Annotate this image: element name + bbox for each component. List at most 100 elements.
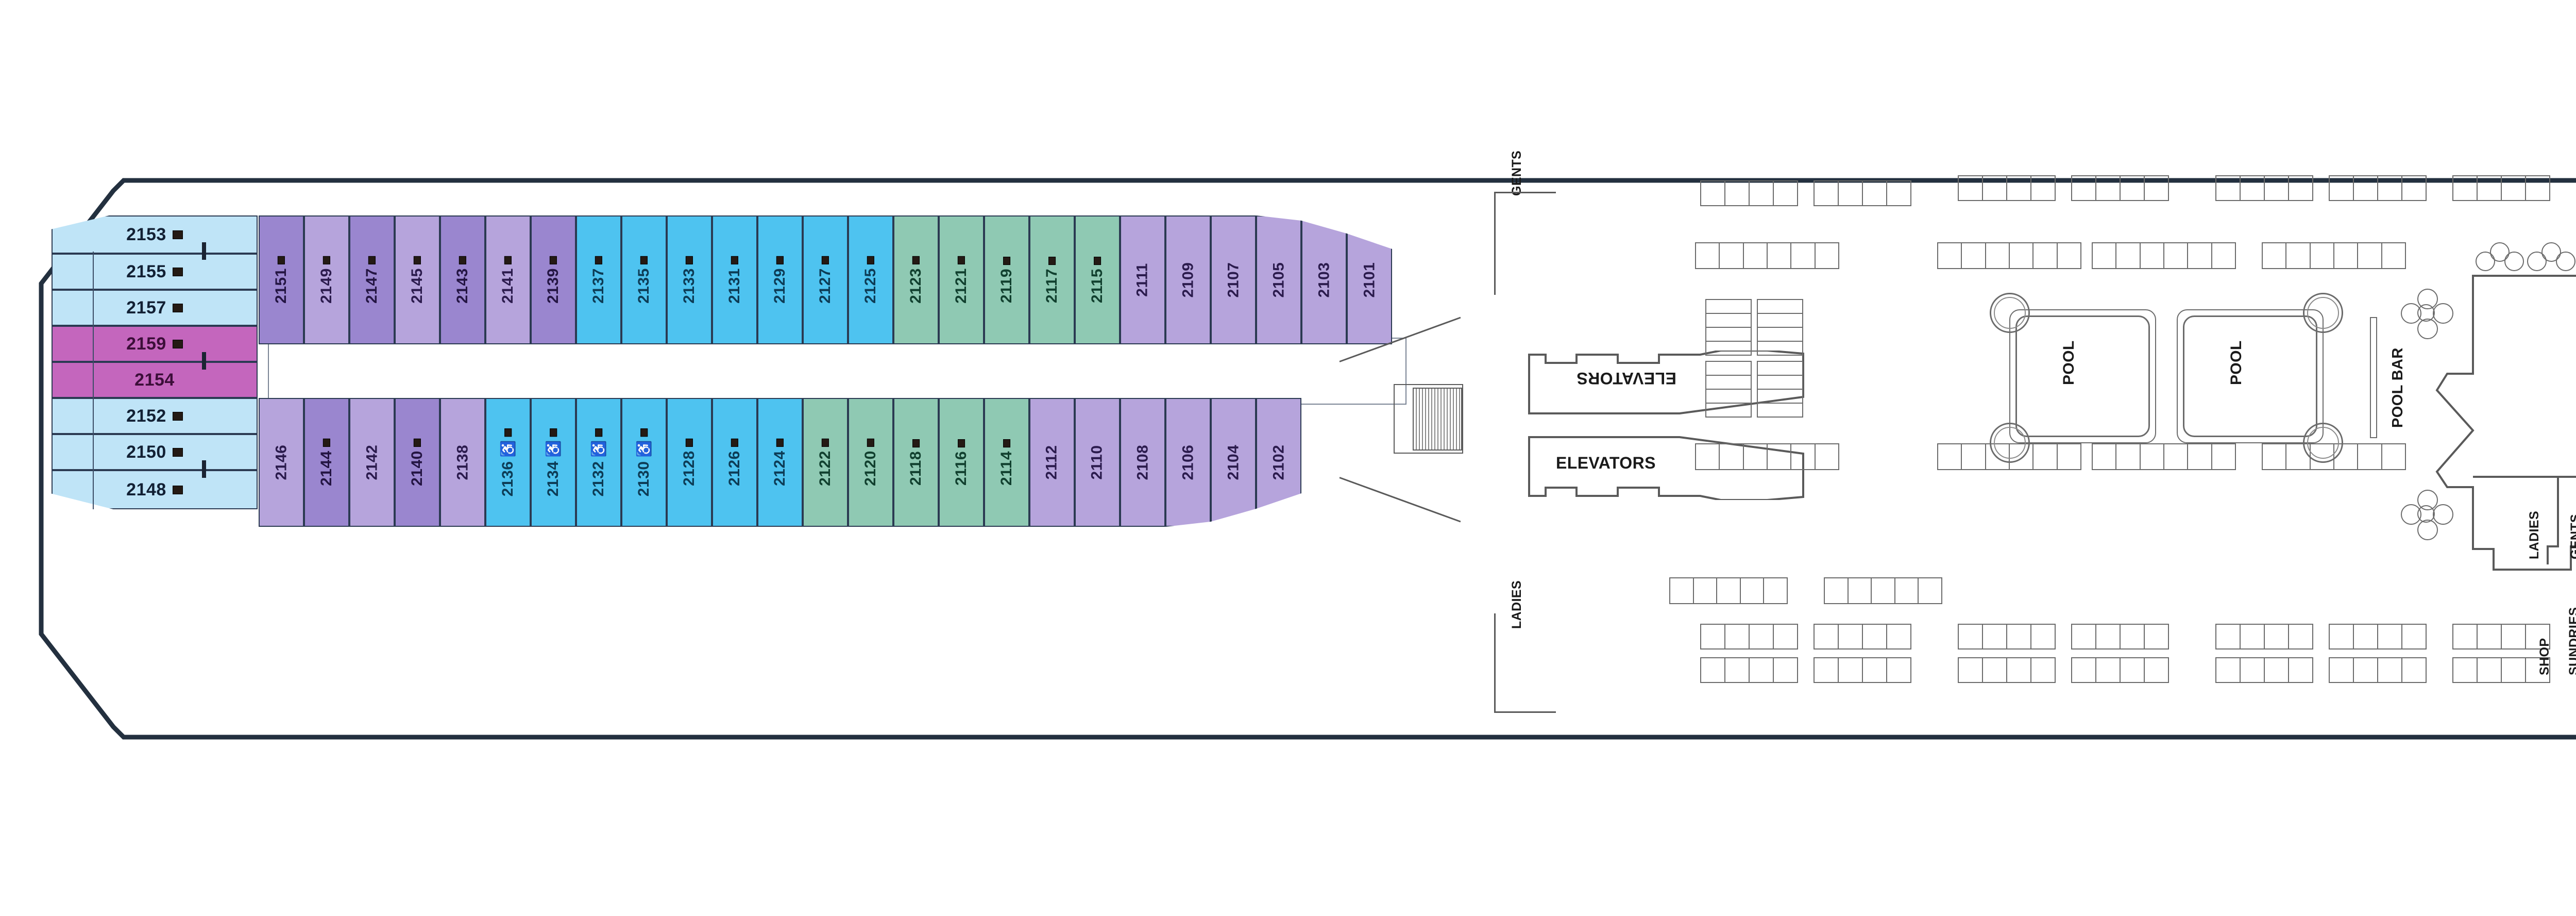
pool-corner-feature — [1990, 293, 2030, 333]
cabin-divider — [93, 252, 94, 509]
cabin-2136[interactable]: 2136♿ — [485, 398, 531, 527]
third-berth-marker — [686, 439, 693, 447]
table-cluster — [2401, 490, 2458, 546]
third-berth-marker — [640, 428, 648, 437]
cabin-2117[interactable]: 2117 — [1029, 215, 1075, 344]
cabin-2119[interactable]: 2119 — [984, 215, 1029, 344]
cabin-2112[interactable]: 2112 — [1029, 398, 1075, 527]
cabin-number: 2109 — [1179, 262, 1196, 298]
cabin-2129[interactable]: 2129 — [757, 215, 803, 344]
cabin-2105[interactable]: 2105 — [1256, 215, 1301, 344]
third-berth-marker — [172, 230, 183, 239]
cabin-2110[interactable]: 2110 — [1075, 398, 1120, 527]
cabin-2134[interactable]: 2134♿ — [531, 398, 576, 527]
cabin-2135[interactable]: 2135 — [621, 215, 667, 344]
cabin-number: 2136 — [499, 461, 516, 497]
cabin-2121[interactable]: 2121 — [939, 215, 984, 344]
third-berth-marker — [822, 439, 829, 447]
third-berth-marker — [550, 428, 557, 437]
cabin-number: 2120 — [862, 451, 879, 486]
cabin-2106[interactable]: 2106 — [1165, 398, 1211, 527]
cabin-2155[interactable]: 2155 — [52, 254, 258, 290]
third-berth-marker — [504, 428, 512, 437]
cabin-2157[interactable]: 2157 — [52, 290, 258, 326]
pool-1: POOL — [2015, 315, 2150, 437]
cabin-number: 2124 — [771, 451, 788, 486]
cabin-2153[interactable]: 2153 — [52, 215, 258, 254]
gents-leader-line — [1494, 192, 1496, 295]
cabin-2111[interactable]: 2111 — [1120, 215, 1165, 344]
label-pool-2: POOL — [2228, 340, 2245, 385]
cabin-number: 2123 — [907, 268, 924, 304]
cabin-2138[interactable]: 2138 — [440, 398, 485, 527]
cabin-2139[interactable]: 2139 — [531, 215, 576, 344]
cabin-2124[interactable]: 2124 — [757, 398, 803, 527]
cabin-2159[interactable]: 2159 — [52, 326, 258, 362]
cabin-2114[interactable]: 2114 — [984, 398, 1029, 527]
cabin-2125[interactable]: 2125 — [848, 215, 893, 344]
cabin-2133[interactable]: 2133 — [667, 215, 712, 344]
cabin-2137[interactable]: 2137 — [576, 215, 621, 344]
cabin-2122[interactable]: 2122 — [803, 398, 848, 527]
cabin-2140[interactable]: 2140 — [395, 398, 440, 527]
cabin-2152[interactable]: 2152 — [52, 398, 258, 434]
cabin-2150[interactable]: 2150 — [52, 434, 258, 470]
forward-stairwell — [1394, 384, 1463, 454]
cabin-2147[interactable]: 2147 — [349, 215, 395, 344]
third-berth-marker — [459, 256, 466, 265]
cabin-2104[interactable]: 2104 — [1211, 398, 1256, 522]
cabin-2142[interactable]: 2142 — [349, 398, 395, 527]
cabin-2146[interactable]: 2146 — [259, 398, 304, 527]
cabin-2130[interactable]: 2130♿ — [621, 398, 667, 527]
cabin-2109[interactable]: 2109 — [1165, 215, 1211, 344]
cabin-number: 2139 — [545, 268, 562, 304]
stair-treads-icon — [1413, 388, 1462, 451]
cabin-connector-tick — [202, 460, 206, 478]
ladies-leader-line — [1494, 613, 1496, 713]
cabin-2144[interactable]: 2144 — [304, 398, 349, 527]
cabin-2101[interactable]: 2101 — [1347, 234, 1392, 344]
cabin-2116[interactable]: 2116 — [939, 398, 984, 527]
pool-corner-feature — [1990, 423, 2030, 463]
lounger-bank — [1669, 577, 1788, 604]
cabin-2127[interactable]: 2127 — [803, 215, 848, 344]
cabin-2126[interactable]: 2126 — [712, 398, 757, 527]
stair-guide — [1339, 477, 1461, 523]
cabin-number: 2110 — [1089, 445, 1106, 480]
third-berth-marker — [323, 439, 330, 447]
pool-2-surround — [2177, 309, 2324, 443]
cabin-2118[interactable]: 2118 — [893, 398, 939, 527]
cabin-2148[interactable]: 2148 — [52, 470, 258, 509]
cabin-number: 2141 — [499, 268, 516, 304]
third-berth-marker — [867, 439, 874, 447]
label-sundries-shop-line1: SUNDRIES — [2567, 607, 2576, 675]
third-berth-marker — [172, 303, 183, 312]
cabin-number: 2117 — [1043, 268, 1060, 304]
third-berth-marker — [595, 428, 602, 437]
cabin-2128[interactable]: 2128 — [667, 398, 712, 527]
cabin-2103[interactable]: 2103 — [1301, 221, 1347, 344]
cabin-2123[interactable]: 2123 — [893, 215, 939, 344]
cabin-2132[interactable]: 2132♿ — [576, 398, 621, 527]
cabin-number: 2104 — [1225, 444, 1242, 480]
cabin-number: 2122 — [817, 451, 834, 486]
cabin-2154[interactable]: 2154 — [52, 362, 258, 398]
cabin-2120[interactable]: 2120 — [848, 398, 893, 527]
cabin-2107[interactable]: 2107 — [1211, 215, 1256, 344]
cabin-2141[interactable]: 2141 — [485, 215, 531, 344]
third-berth-marker — [278, 256, 285, 265]
cabin-2108[interactable]: 2108 — [1120, 398, 1165, 527]
cabin-2149[interactable]: 2149 — [304, 215, 349, 344]
cabin-2143[interactable]: 2143 — [440, 215, 485, 344]
cabin-2151[interactable]: 2151 — [259, 215, 304, 344]
cabin-2115[interactable]: 2115 — [1075, 215, 1120, 344]
cabin-2131[interactable]: 2131 — [712, 215, 757, 344]
third-berth-marker — [172, 339, 183, 348]
cabin-2102[interactable]: 2102 — [1256, 398, 1301, 509]
third-berth-marker — [172, 267, 183, 276]
port-corridor — [268, 338, 1406, 405]
third-berth-marker — [172, 485, 183, 494]
cabin-2145[interactable]: 2145 — [395, 215, 440, 344]
wheelchair-icon: ♿ — [545, 440, 561, 458]
cabin-number: 2127 — [817, 268, 834, 304]
